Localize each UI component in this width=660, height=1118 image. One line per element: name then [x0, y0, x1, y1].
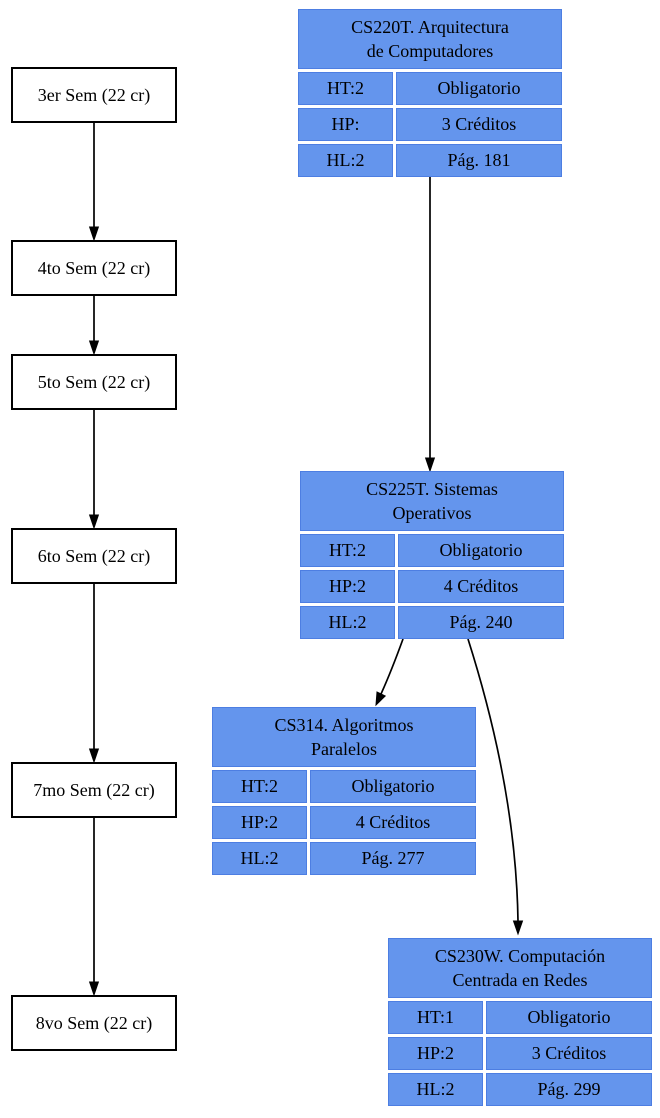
course-title-line: CS220T. Arquitectura: [351, 17, 509, 37]
course-title: CS230W. Computación Centrada en Redes: [388, 938, 652, 998]
cell-hp: HP:2: [388, 1037, 483, 1070]
cell-ht: HT:2: [298, 72, 393, 105]
cell-type: Obligatorio: [396, 72, 562, 105]
course-row: HL:2 Pág. 299: [388, 1073, 652, 1106]
edge-cs220t-cs225t: [424, 177, 436, 473]
course-card-cs230w: CS230W. Computación Centrada en Redes HT…: [388, 938, 652, 1106]
cell-type: Obligatorio: [486, 1001, 652, 1034]
course-row: HL:2 Pág. 181: [298, 144, 562, 177]
node-sem3: 3er Sem (22 cr): [11, 67, 177, 123]
cell-ht: HT:2: [212, 770, 307, 803]
course-row: HT:2 Obligatorio: [298, 72, 562, 105]
cell-hl: HL:2: [388, 1073, 483, 1106]
cell-credits: 4 Créditos: [310, 806, 476, 839]
course-row: HL:2 Pág. 240: [300, 606, 564, 639]
cell-ht: HT:1: [388, 1001, 483, 1034]
course-row: HP:2 4 Créditos: [300, 570, 564, 603]
course-card-cs314: CS314. Algoritmos Paralelos HT:2 Obligat…: [212, 707, 476, 875]
node-sem6: 6to Sem (22 cr): [11, 528, 177, 584]
course-title: CS225T. Sistemas Operativos: [300, 471, 564, 531]
cell-credits: 3 Créditos: [396, 108, 562, 141]
cell-credits: 3 Créditos: [486, 1037, 652, 1070]
cell-hl: HL:2: [300, 606, 395, 639]
course-row: HT:2 Obligatorio: [212, 770, 476, 803]
node-sem8: 8vo Sem (22 cr): [11, 995, 177, 1051]
edge-cs225t-cs314: [375, 638, 404, 707]
edge-sem4-sem5: [88, 296, 100, 356]
cell-hl: HL:2: [298, 144, 393, 177]
course-title-line: Operativos: [392, 503, 472, 523]
course-row: HL:2 Pág. 277: [212, 842, 476, 875]
course-title: CS220T. Arquitectura de Computadores: [298, 9, 562, 69]
course-title: CS314. Algoritmos Paralelos: [212, 707, 476, 767]
node-sem4: 4to Sem (22 cr): [11, 240, 177, 296]
node-label: 7mo Sem (22 cr): [33, 779, 155, 800]
node-label: 8vo Sem (22 cr): [35, 1012, 153, 1033]
course-title-line: Centrada en Redes: [452, 970, 588, 990]
course-title-line: CS225T. Sistemas: [366, 479, 498, 499]
course-title-line: CS314. Algoritmos: [274, 715, 414, 735]
course-card-cs225t: CS225T. Sistemas Operativos HT:2 Obligat…: [300, 471, 564, 639]
cell-hp: HP:: [298, 108, 393, 141]
cell-page: Pág. 277: [310, 842, 476, 875]
cell-type: Obligatorio: [310, 770, 476, 803]
node-sem7: 7mo Sem (22 cr): [11, 762, 177, 818]
edge-sem3-sem4: [88, 123, 100, 242]
course-title-line: de Computadores: [366, 41, 494, 61]
course-title-line: CS230W. Computación: [434, 946, 606, 966]
edge-sem7-sem8: [88, 818, 100, 997]
course-card-cs220t: CS220T. Arquitectura de Computadores HT:…: [298, 9, 562, 177]
node-sem5: 5to Sem (22 cr): [11, 354, 177, 410]
cell-page: Pág. 181: [396, 144, 562, 177]
edge-sem6-sem7: [88, 584, 100, 764]
node-label: 5to Sem (22 cr): [37, 371, 151, 392]
cell-page: Pág. 240: [398, 606, 564, 639]
cell-page: Pág. 299: [486, 1073, 652, 1106]
course-row: HP:2 3 Créditos: [388, 1037, 652, 1070]
node-label: 3er Sem (22 cr): [37, 84, 151, 105]
cell-ht: HT:2: [300, 534, 395, 567]
edge-sem5-sem6: [88, 410, 100, 530]
course-row: HP:2 4 Créditos: [212, 806, 476, 839]
course-row: HT:1 Obligatorio: [388, 1001, 652, 1034]
edge-cs225t-cs230w: [467, 638, 524, 936]
node-label: 4to Sem (22 cr): [37, 257, 151, 278]
course-row: HT:2 Obligatorio: [300, 534, 564, 567]
cell-hp: HP:2: [300, 570, 395, 603]
cell-hp: HP:2: [212, 806, 307, 839]
cell-hl: HL:2: [212, 842, 307, 875]
cell-type: Obligatorio: [398, 534, 564, 567]
cell-credits: 4 Créditos: [398, 570, 564, 603]
course-row: HP: 3 Créditos: [298, 108, 562, 141]
node-label: 6to Sem (22 cr): [37, 545, 151, 566]
course-title-line: Paralelos: [311, 739, 377, 759]
